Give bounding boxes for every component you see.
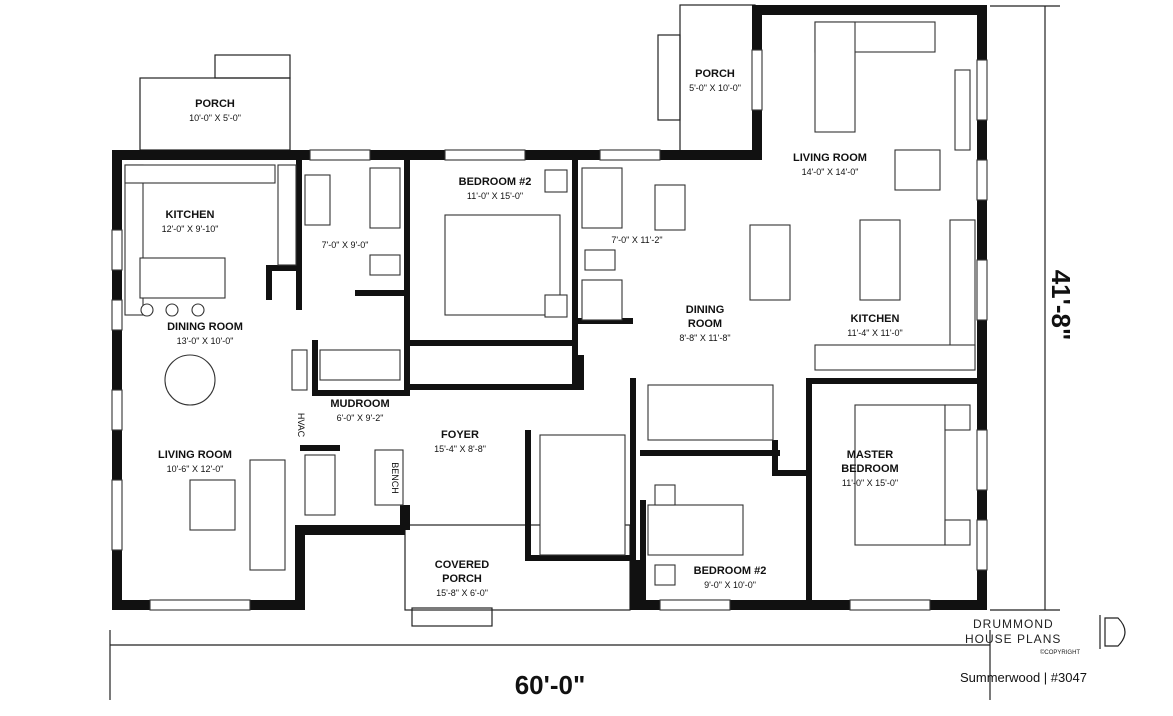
- bedroom2-bottom-name: BEDROOM #2: [694, 565, 767, 577]
- mudroom-dims: 6'-0" X 9'-2": [337, 413, 384, 423]
- bedroom2-top-dims: 11'-0" X 15'-0": [467, 191, 523, 201]
- dining-left-name: DINING ROOM: [167, 321, 243, 333]
- dining-right-dims: 8'-8" X 11'-8": [679, 333, 730, 343]
- bedroom2-bottom-dims: 9'-0" X 10'-0": [704, 580, 756, 590]
- dining-right-name2: ROOM: [688, 318, 722, 330]
- bath-right-dims: 7'-0" X 11'-2": [611, 235, 662, 245]
- overall-depth: 41'-8": [1046, 270, 1076, 341]
- covered-porch-name: COVERED: [435, 559, 489, 571]
- hvac-label: HVAC: [296, 413, 306, 438]
- porch-left-dims: 10'-0" X 5'-0": [189, 113, 241, 123]
- porch-right-dims: 5'-0" X 10'-0": [689, 83, 741, 93]
- kitchen-left-name: KITCHEN: [166, 209, 215, 221]
- living-right-dims: 14'-0" X 14'-0": [802, 167, 859, 177]
- living-left-name: LIVING ROOM: [158, 449, 232, 461]
- room-labels: PORCH 10'-0" X 5'-0" PORCH 5'-0" X 10'-0…: [158, 68, 903, 598]
- brand-logo: DRUMMOND HOUSE PLANS ©COPYRIGHT: [965, 615, 1126, 656]
- brand-line2: HOUSE PLANS: [965, 632, 1061, 646]
- kitchen-left-dims: 12'-0" X 9'-10": [162, 224, 219, 234]
- kitchen-right-dims: 11'-4" X 11'-0": [847, 328, 903, 338]
- dimension-lines: [109, 5, 1060, 700]
- bedroom2-top-name: BEDROOM #2: [459, 176, 532, 188]
- caption: Summerwood | #3047: [960, 670, 1087, 685]
- windows: [111, 49, 988, 611]
- fixtures: [124, 21, 976, 586]
- master-name: MASTER: [847, 449, 894, 461]
- foyer-dims: 15'-4" X 8'-8": [434, 444, 486, 454]
- brand-copyright: ©COPYRIGHT: [1040, 649, 1080, 656]
- living-left-dims: 10'-6" X 12'-0": [167, 464, 224, 474]
- interior-walls: [266, 160, 981, 608]
- bench-label: BENCH: [390, 462, 400, 494]
- dining-left-dims: 13'-0" X 10'-0": [177, 336, 234, 346]
- porch-left-name: PORCH: [195, 98, 235, 110]
- covered-porch-name2: PORCH: [442, 573, 482, 585]
- living-right-name: LIVING ROOM: [793, 152, 867, 164]
- mudroom-name: MUDROOM: [330, 398, 389, 410]
- bath-left-dims: 7'-0" X 9'-0": [322, 240, 369, 250]
- kitchen-right-name: KITCHEN: [851, 313, 900, 325]
- brand-line1: DRUMMOND: [973, 617, 1054, 631]
- porch-right-name: PORCH: [695, 68, 735, 80]
- covered-porch-dims: 15'-8" X 6'-0": [436, 588, 488, 598]
- overall-width: 60'-0": [515, 670, 586, 700]
- master-dims: 11'-0" X 15'-0": [842, 478, 898, 488]
- dining-right-name: DINING: [686, 304, 725, 316]
- foyer-name: FOYER: [441, 429, 479, 441]
- master-name2: BEDROOM: [841, 463, 898, 475]
